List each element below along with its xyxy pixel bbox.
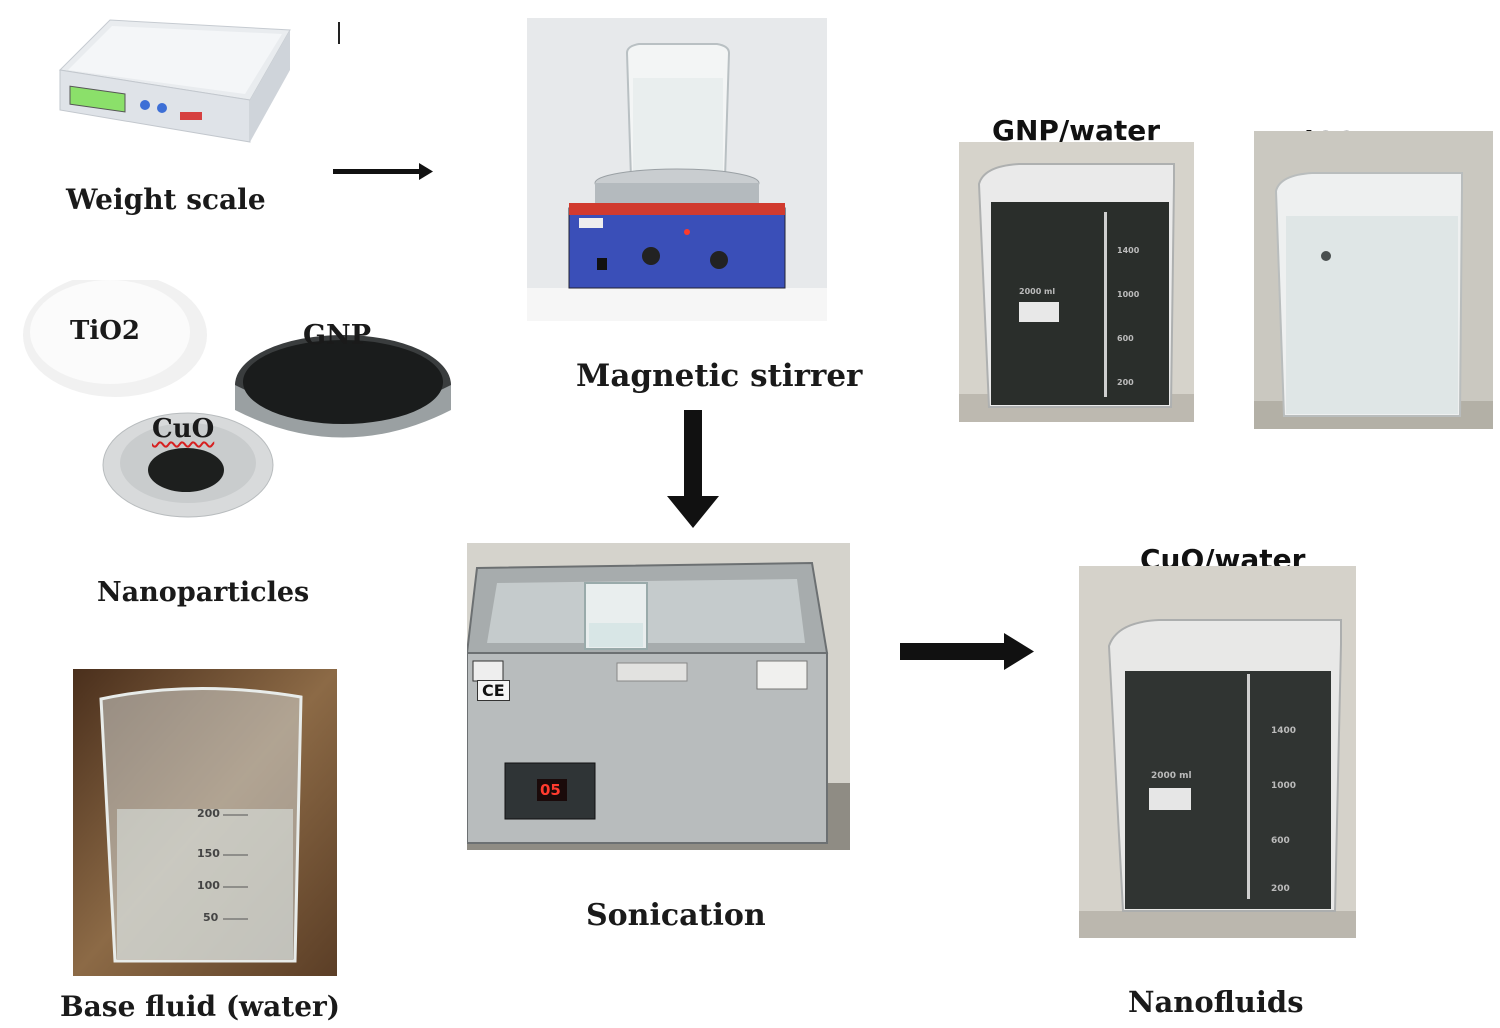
cuo-beaker-mark-1400: 1400 (1271, 726, 1297, 736)
cuo-water-beaker-image: 1400 1000 600 200 2000 ml (1079, 566, 1356, 938)
magnetic-stirrer-image (527, 18, 827, 321)
arrow-right-2 (900, 633, 1040, 671)
weight-scale-image (40, 10, 310, 170)
sonicator-image: CE 05 (467, 543, 850, 850)
gnp-label: GNP (303, 320, 372, 351)
tio2-label: TiO2 (70, 316, 140, 346)
base-fluid-image: 200 150 100 50 (73, 669, 337, 976)
nanoparticles-label: Nanoparticles (97, 577, 310, 608)
cuo-beaker-mark-1000: 1000 (1271, 781, 1297, 791)
nanoparticles-image (10, 280, 460, 530)
gnp-beaker-mark-600: 600 (1117, 334, 1134, 343)
sonication-label: Sonication (586, 898, 766, 933)
gnp-beaker-volume: 2000 ml (1019, 287, 1056, 296)
arrow-down (667, 410, 719, 530)
magnetic-stirrer-label: Magnetic stirrer (576, 358, 863, 394)
sonicator-display: 05 (540, 781, 561, 799)
gnp-beaker-mark-1400: 1400 (1117, 246, 1140, 255)
weight-scale-label: Weight scale (66, 183, 266, 216)
cuo-label: CuO (152, 414, 215, 444)
nanofluids-label: Nanofluids (1128, 985, 1304, 1019)
tio2-water-beaker-image (1254, 131, 1493, 429)
gnp-water-label: GNP/water (992, 114, 1161, 147)
cursor-mark (338, 22, 340, 44)
cuo-beaker-volume: 2000 ml (1151, 771, 1192, 781)
gnp-beaker-mark-1000: 1000 (1117, 290, 1140, 299)
base-fluid-label: Base fluid (water) (60, 990, 341, 1023)
gnp-water-beaker-image: 1400 1000 600 200 2000 ml (959, 142, 1194, 422)
cuo-beaker-mark-600: 600 (1271, 836, 1290, 846)
ce-mark: CE (477, 680, 510, 701)
water-mark-100: 100 (197, 879, 220, 892)
water-mark-50: 50 (203, 911, 219, 924)
water-mark-200: 200 (197, 807, 220, 820)
cuo-beaker-mark-200: 200 (1271, 884, 1290, 894)
gnp-beaker-mark-200: 200 (1117, 378, 1134, 387)
water-mark-150: 150 (197, 847, 220, 860)
arrow-right-1 (333, 160, 438, 184)
